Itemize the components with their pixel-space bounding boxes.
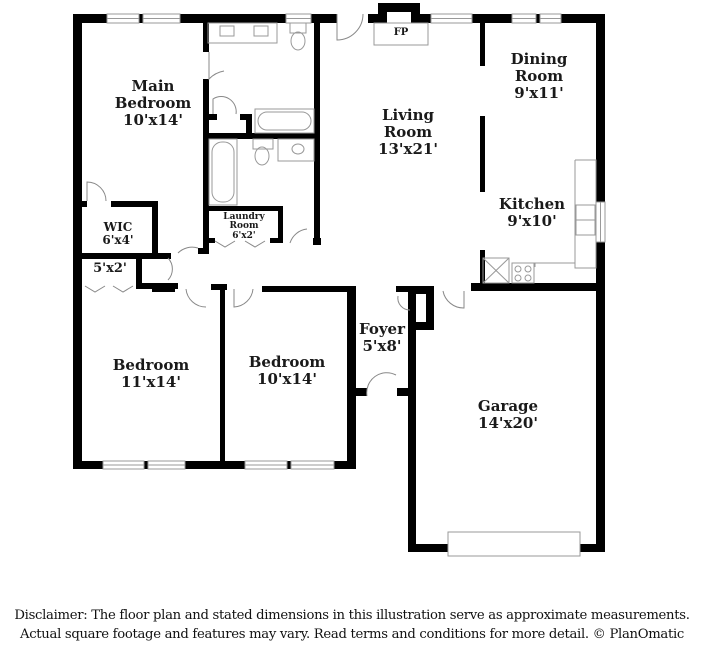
room-name: WIC (103, 220, 133, 234)
room-label-garage: Garage 14'x20' (478, 398, 538, 432)
disclaimer-line-2: Actual square footage and features may v… (20, 627, 684, 642)
room-dimensions: 6'x2' (232, 230, 256, 241)
room-label-dining-room: Dining Room 9'x11' (511, 51, 568, 101)
room-dimensions: 10'x14' (257, 369, 317, 388)
doors (84, 13, 465, 397)
room-label-closet: 5'x2' (93, 261, 127, 277)
room-name: Bedroom (114, 93, 192, 112)
fixtures (207, 22, 597, 284)
room-label-foyer: Foyer 5'x8' (359, 321, 405, 355)
windows (102, 13, 606, 557)
room-name: Kitchen (498, 195, 566, 213)
room-label-living-room: Living Room 13'x21' (378, 107, 438, 157)
room-name: Dining (510, 50, 568, 68)
room-name: Room (229, 221, 259, 232)
room-name: Bedroom (112, 356, 190, 374)
room-dimensions: 9'x11' (514, 83, 564, 102)
room-label-bedroom-3: Bedroom 10'x14' (249, 354, 326, 388)
room-name: Main (131, 77, 175, 95)
fireplace-label: FP (394, 27, 409, 38)
room-dimensions: 13'x21' (378, 139, 438, 158)
room-dimensions: 5'x2' (93, 261, 127, 276)
room-label-wic: WIC 6'x4' (102, 220, 134, 248)
room-name: Bedroom (248, 353, 326, 371)
room-dimensions: 11'x14' (121, 372, 181, 391)
floor-plan (73, 3, 606, 557)
room-name: Room (383, 122, 433, 141)
room-name: Garage (477, 397, 539, 415)
room-dimensions: 5'x8' (362, 336, 402, 355)
room-name: Room (514, 66, 564, 85)
room-dimensions: 14'x20' (478, 413, 538, 432)
room-label-bedroom-2: Bedroom 11'x14' (113, 357, 190, 391)
disclaimer: Disclaimer: The floor plan and stated di… (0, 606, 704, 644)
room-label-main-bedroom: Main Bedroom 10'x14' (115, 78, 192, 128)
room-label-kitchen: Kitchen 9'x10' (499, 196, 565, 230)
room-dimensions: 10'x14' (123, 110, 183, 129)
disclaimer-line-1: Disclaimer: The floor plan and stated di… (14, 608, 690, 623)
room-label-laundry-room: Laundry Room 6'x2' (223, 212, 265, 241)
room-dimensions: 9'x10' (507, 211, 557, 230)
fireplace-text: FP (393, 27, 409, 38)
room-name: Laundry (223, 212, 265, 222)
room-name: Living (381, 106, 435, 124)
room-name: Foyer (359, 320, 405, 338)
room-dimensions: 6'x4' (102, 233, 134, 248)
